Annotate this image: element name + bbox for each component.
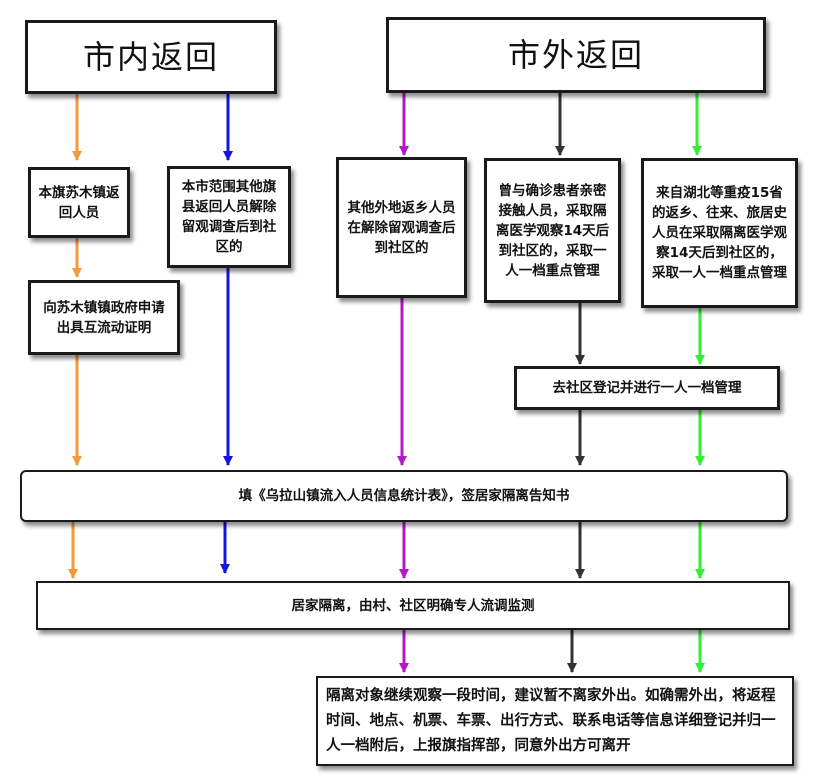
box-other-regions-returnees-text: 其他外地返乡人员在解除留观调查后到社区的: [347, 199, 456, 256]
box-local-county-returnees: 本市范围其他旗县返回人员解除留观调查后到社区的: [167, 166, 291, 268]
header-outside-return-text: 市外返回: [507, 36, 644, 74]
box-home-quarantine: 居家隔离，由村、社区明确专人流调监测: [36, 581, 790, 630]
header-local-return-text: 市内返回: [82, 38, 219, 76]
box-community-register: 去社区登记并进行一人一档管理: [514, 366, 780, 410]
box-other-regions-returnees: 其他外地返乡人员在解除留观调查后到社区的: [336, 157, 467, 298]
box-fill-form: 填《乌拉山镇流入人员信息统计表》，签居家隔离告知书: [20, 470, 788, 522]
box-local-town-returnees: 本旗苏木镇返回人员: [28, 167, 130, 238]
box-local-county-returnees-text: 本市范围其他旗县返回人员解除留观调查后到社区的: [181, 179, 277, 255]
box-apply-certificate-text: 向苏木镇镇政府申请出具互流动证明: [43, 299, 165, 336]
box-hubei-returnees-text: 来自湖北等重疫15省的返乡、往来、旅居史人员在采取隔离医学观察14天后到社区的，…: [652, 185, 787, 281]
header-outside-return: 市外返回: [386, 17, 766, 93]
box-local-town-returnees-text: 本旗苏木镇返回人员: [38, 184, 120, 221]
box-close-contacts-text: 曾与确诊患者亲密接触人员，采取隔离医学观察14天后到社区的，采取一人一档重点管理: [495, 182, 610, 279]
box-final-instructions-text: 隔离对象继续观察一段时间，建议暂不离家外出。如确需外出，将返程时间、地点、机票、…: [326, 687, 776, 754]
box-close-contacts: 曾与确诊患者亲密接触人员，采取隔离医学观察14天后到社区的，采取一人一档重点管理: [484, 158, 621, 303]
header-local-return: 市内返回: [25, 20, 277, 94]
box-hubei-returnees: 来自湖北等重疫15省的返乡、往来、旅居史人员在采取隔离医学观察14天后到社区的，…: [641, 158, 798, 308]
box-community-register-text: 去社区登记并进行一人一档管理: [552, 380, 742, 396]
box-final-instructions: 隔离对象继续观察一段时间，建议暂不离家外出。如确需外出，将返程时间、地点、机票、…: [316, 676, 794, 766]
box-apply-certificate: 向苏木镇镇政府申请出具互流动证明: [28, 280, 180, 355]
box-fill-form-text: 填《乌拉山镇流入人员信息统计表》，签居家隔离告知书: [238, 488, 570, 504]
box-home-quarantine-text: 居家隔离，由村、社区明确专人流调监测: [291, 597, 535, 614]
